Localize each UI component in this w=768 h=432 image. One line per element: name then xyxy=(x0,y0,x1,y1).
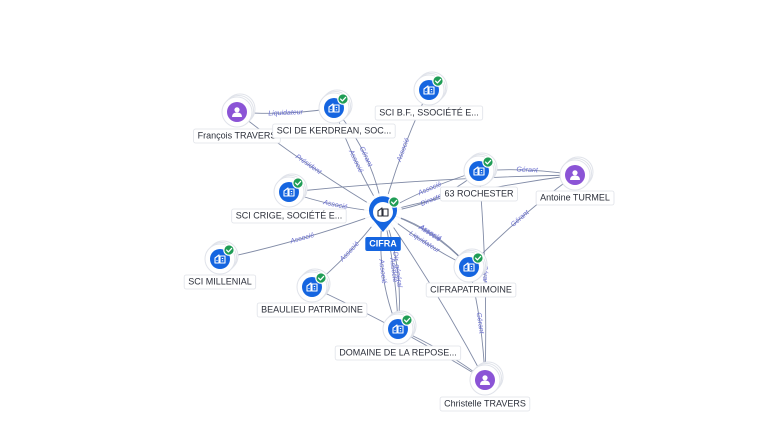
node-label: CIFRAPATRIMOINE xyxy=(425,282,517,298)
building-icon xyxy=(377,207,389,217)
verified-check-icon xyxy=(315,272,327,284)
node-domaine[interactable]: DOMAINE DE LA REPOSE... xyxy=(334,310,462,361)
building-icon xyxy=(283,187,295,197)
node-antoine[interactable]: Antoine TURMEL xyxy=(535,156,615,206)
building-icon xyxy=(214,254,226,264)
person-icon xyxy=(232,107,242,117)
edge-label: Associé xyxy=(289,232,316,246)
node-label: Christelle TRAVERS xyxy=(439,396,531,412)
node-francois[interactable]: François TRAVERS xyxy=(193,93,281,144)
edge-label: Gérant xyxy=(475,312,485,335)
node-beaulieu[interactable]: BEAULIEU PATRIMOINE xyxy=(256,268,368,318)
node-label: François TRAVERS xyxy=(193,128,281,144)
node-label: SCI MILLENIAL xyxy=(183,274,257,290)
svg-text:Antoine TURMEL: Antoine TURMEL xyxy=(540,192,610,202)
svg-text:CIFRAPATRIMOINE: CIFRAPATRIMOINE xyxy=(430,284,512,294)
building-icon xyxy=(463,262,475,272)
node-label: DOMAINE DE LA REPOSE... xyxy=(334,345,462,361)
edge-label: Président xyxy=(294,154,323,177)
verified-check-icon xyxy=(337,93,349,105)
verified-check-icon xyxy=(388,196,400,208)
person-icon xyxy=(570,170,580,180)
svg-text:SCI DE KERDREAN, SOC...: SCI DE KERDREAN, SOC... xyxy=(277,125,392,135)
verified-check-icon xyxy=(432,75,444,87)
node-rochester[interactable]: 63 ROCHESTER xyxy=(440,152,518,202)
verified-check-icon xyxy=(223,244,235,256)
node-label: SCI B.F., SSOCIÉTÉ E... xyxy=(374,105,484,121)
svg-text:SCI B.F., SSOCIÉTÉ E...: SCI B.F., SSOCIÉTÉ E... xyxy=(379,107,479,117)
edge-label: Associé xyxy=(388,257,398,283)
node-label: SCI DE KERDREAN, SOC... xyxy=(272,123,396,139)
svg-text:CIFRA: CIFRA xyxy=(369,238,397,248)
svg-text:François TRAVERS: François TRAVERS xyxy=(198,130,277,140)
verified-check-icon xyxy=(401,314,413,326)
svg-text:SCI MILLENIAL: SCI MILLENIAL xyxy=(188,276,252,286)
building-icon xyxy=(423,85,435,95)
edge-antoine-crige xyxy=(288,174,576,193)
svg-text:BEAULIEU PATRIMOINE: BEAULIEU PATRIMOINE xyxy=(261,304,363,314)
svg-text:SCI CRIGE, SOCIÉTÉ E...: SCI CRIGE, SOCIÉTÉ E... xyxy=(236,210,343,220)
edge-label: Associé xyxy=(396,137,412,163)
edge-label: Associé xyxy=(338,240,361,263)
building-icon xyxy=(328,103,340,113)
edge-label: Dir. général xyxy=(391,251,403,288)
building-icon xyxy=(392,324,404,334)
edge-millenial-cifra xyxy=(219,211,384,260)
node-label: BEAULIEU PATRIMOINE xyxy=(256,302,368,318)
node-christelle[interactable]: Christelle TRAVERS xyxy=(439,361,531,412)
svg-text:Christelle TRAVERS: Christelle TRAVERS xyxy=(444,398,526,408)
edge-francois-cifra xyxy=(236,111,384,213)
building-icon xyxy=(473,166,485,176)
edge-label: Liquidateur xyxy=(268,109,304,117)
svg-text:DOMAINE DE LA REPOSE...: DOMAINE DE LA REPOSE... xyxy=(339,347,457,357)
node-millenial[interactable]: SCI MILLENIAL xyxy=(183,240,257,290)
node-label: CIFRA xyxy=(365,237,401,251)
node-kerdrean[interactable]: SCI DE KERDREAN, SOC... xyxy=(272,89,396,139)
node-label: 63 ROCHESTER xyxy=(440,186,518,202)
verified-check-icon xyxy=(292,177,304,189)
node-label: SCI CRIGE, SOCIÉTÉ E... xyxy=(231,208,347,224)
node-crige[interactable]: SCI CRIGE, SOCIÉTÉ E... xyxy=(231,173,347,224)
person-icon xyxy=(480,375,490,385)
edge-label: Gérant xyxy=(481,265,489,288)
building-icon xyxy=(306,282,318,292)
node-cifra[interactable]: CIFRA xyxy=(364,193,402,251)
verified-check-icon xyxy=(472,252,484,264)
edge-label: Associé xyxy=(377,258,387,284)
verified-check-icon xyxy=(482,156,494,168)
edge-label: Gérant xyxy=(516,166,539,174)
node-cifrapat[interactable]: CIFRAPATRIMOINE xyxy=(425,248,517,298)
node-label: Antoine TURMEL xyxy=(535,190,615,206)
svg-text:63 ROCHESTER: 63 ROCHESTER xyxy=(444,188,514,198)
node-bf[interactable]: SCI B.F., SSOCIÉTÉ E... xyxy=(374,71,484,121)
